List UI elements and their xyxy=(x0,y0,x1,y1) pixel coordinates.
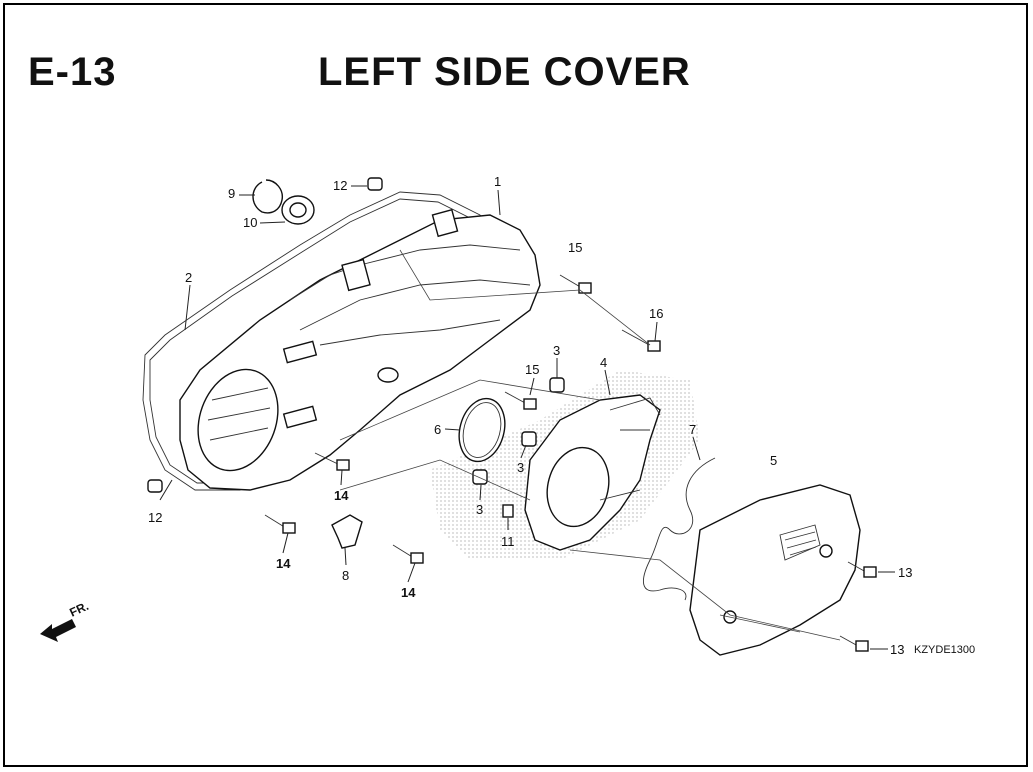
callout-15-a: 15 xyxy=(568,240,582,255)
front-direction-arrow-icon: FR. xyxy=(40,599,91,642)
o-ring xyxy=(458,397,506,463)
callout-15-b: 15 xyxy=(525,362,539,377)
cover-window xyxy=(197,368,279,472)
callout-1: 1 xyxy=(494,174,501,189)
callout-10: 10 xyxy=(243,215,257,230)
callout-14-b: 14 xyxy=(276,556,291,571)
bolt-14-c xyxy=(392,544,424,564)
callout-12-a: 12 xyxy=(333,178,347,193)
bolt-14-b xyxy=(264,514,296,534)
callout-6: 6 xyxy=(434,422,441,437)
callout-7: 7 xyxy=(689,422,696,437)
callout-8: 8 xyxy=(342,568,349,583)
callout-14-c: 14 xyxy=(401,585,416,600)
bracket-8 xyxy=(331,514,363,549)
callout-11: 11 xyxy=(501,534,515,549)
callout-5: 5 xyxy=(770,453,777,468)
section-code: E-13 xyxy=(28,50,117,94)
callout-3-b: 3 xyxy=(517,460,524,475)
collar-b xyxy=(521,431,537,447)
callout-16: 16 xyxy=(649,306,663,321)
bolt-13-a xyxy=(847,561,877,578)
bolt-15-b xyxy=(504,391,537,410)
collar-c xyxy=(472,469,488,485)
page-frame xyxy=(3,3,1028,767)
callout-13-b: 13 xyxy=(890,642,904,657)
outer-cover xyxy=(689,484,861,656)
dowel-pin-bottom xyxy=(147,479,163,493)
callout-3-c: 3 xyxy=(476,502,483,517)
reference-code: KZYDE1300 xyxy=(914,644,975,656)
bolt-13-b xyxy=(839,635,869,652)
bolt-15-a xyxy=(559,274,592,294)
circlip xyxy=(252,179,283,214)
callout-4: 4 xyxy=(600,355,607,370)
callout-9: 9 xyxy=(228,186,235,201)
page-title: LEFT SIDE COVER xyxy=(318,50,691,94)
pin-11 xyxy=(502,504,514,518)
callout-12-b: 12 xyxy=(148,510,162,525)
callout-3-a: 3 xyxy=(553,343,560,358)
bolt-14-a xyxy=(314,452,350,471)
dowel-pin-top xyxy=(367,177,383,191)
front-direction-label: FR. xyxy=(67,599,90,620)
seal-wire xyxy=(643,457,716,601)
callout-2: 2 xyxy=(185,270,192,285)
collar-a xyxy=(549,377,565,393)
bolt-16 xyxy=(621,329,661,352)
callout-14-a: 14 xyxy=(334,488,349,503)
callout-13-a: 13 xyxy=(898,565,912,580)
